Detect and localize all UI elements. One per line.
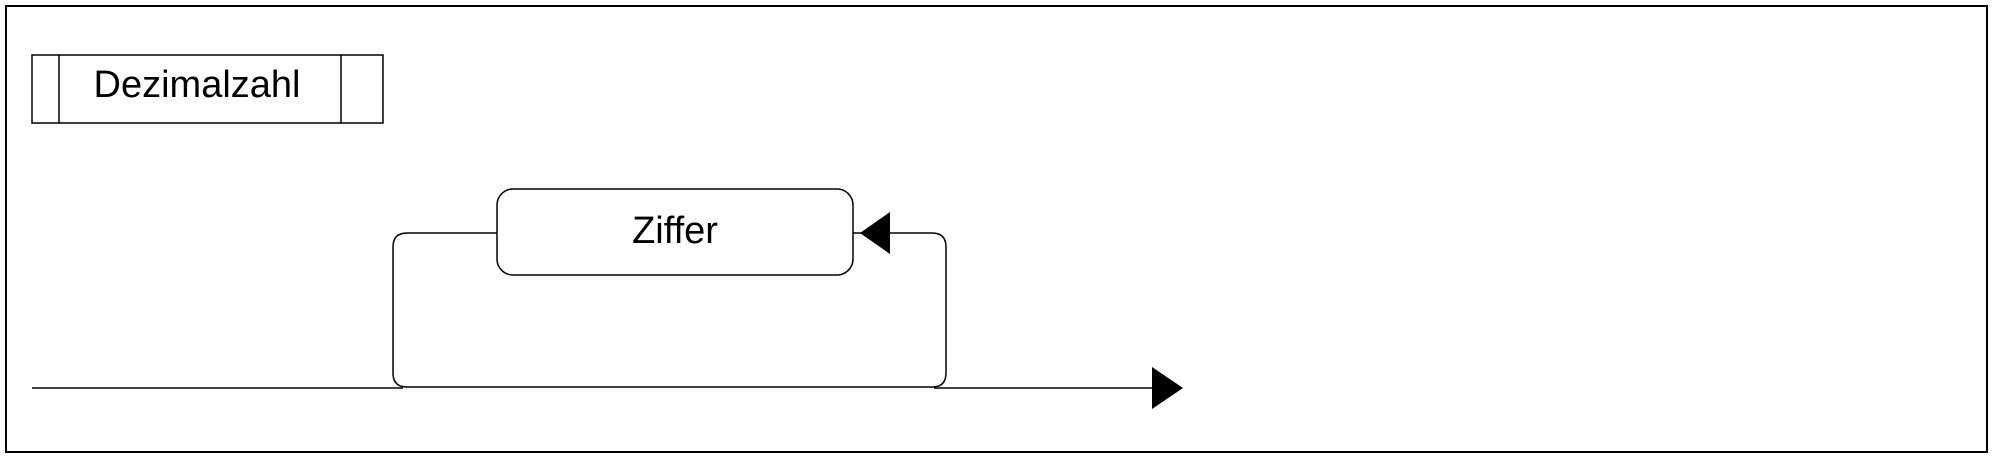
nonterminal-label: Ziffer [632, 210, 718, 252]
rule-title: Dezimalzahl [94, 64, 301, 106]
rule-title-box: Dezimalzahl [31, 54, 384, 124]
loop-path [392, 232, 947, 388]
exit-arrowhead [1152, 367, 1183, 409]
nonterminal-ziffer: Ziffer [496, 188, 854, 276]
loop-arrowhead [860, 212, 890, 254]
diagram-frame [5, 5, 1988, 453]
